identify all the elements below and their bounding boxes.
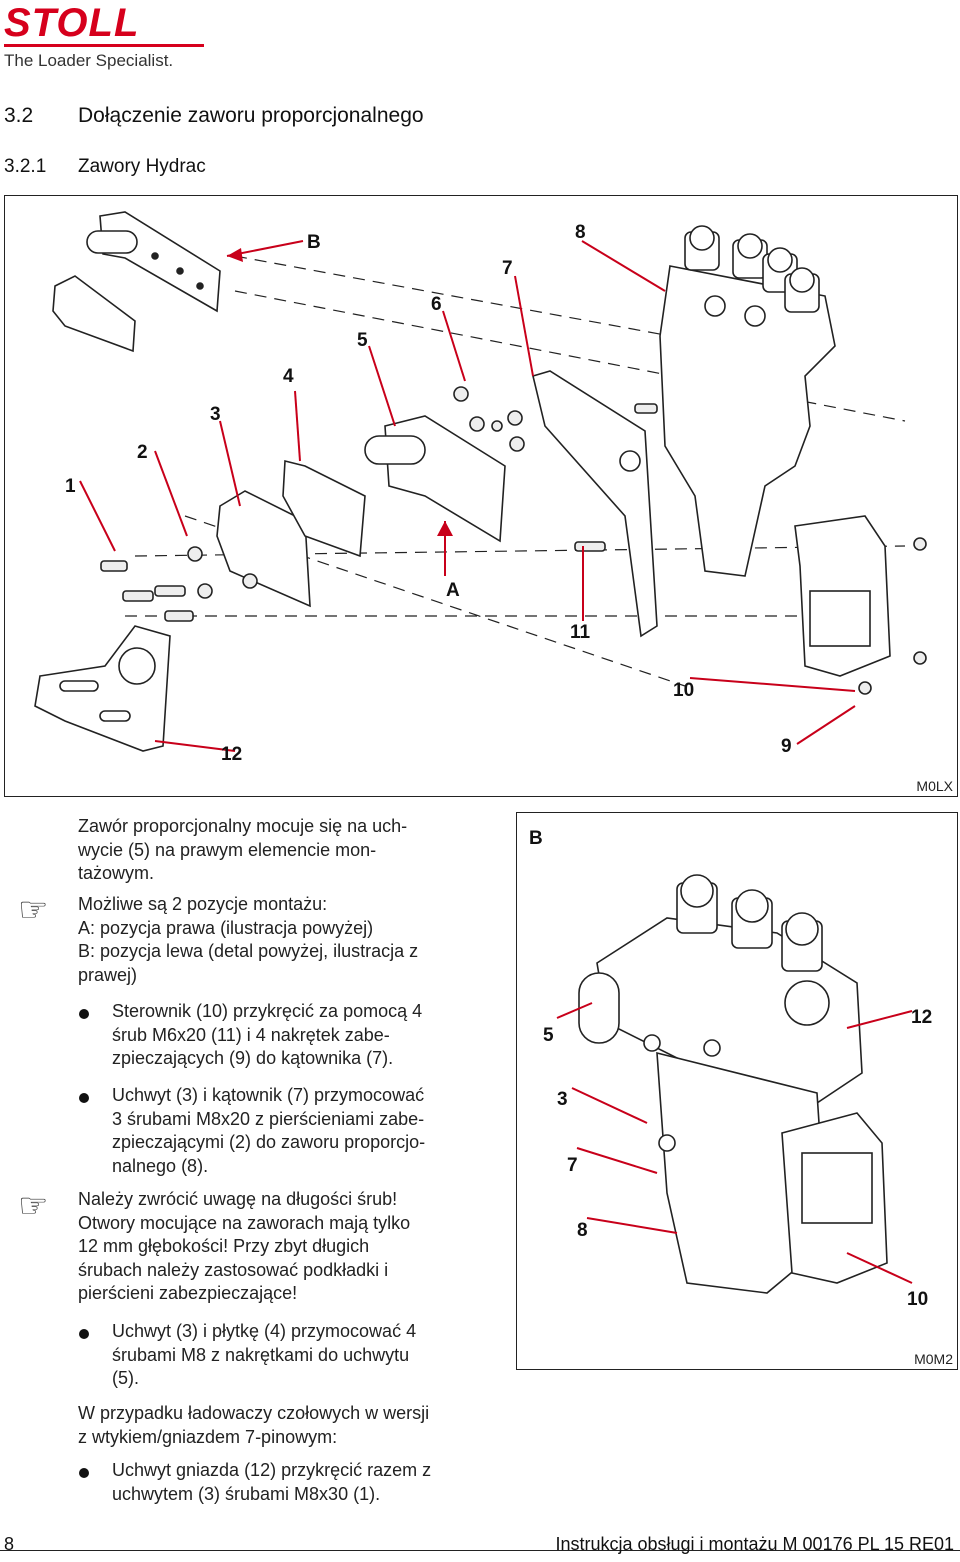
callout-11: 11	[570, 622, 591, 643]
figure-code: M0LX	[916, 778, 953, 794]
detail-callout-b: B	[529, 828, 543, 849]
section-title: Dołączenie zaworu proporcjonalnego	[78, 104, 424, 127]
bullet-holder-plate: Uchwyt (3) i płytkę (4) przymocować 4 śr…	[112, 1321, 417, 1388]
detail-callout-5: 5	[543, 1025, 554, 1046]
angle-bracket-7	[532, 370, 658, 638]
detail-callout-3: 3	[557, 1089, 568, 1110]
bracket-top-left	[52, 275, 136, 353]
logo-wordmark: STOLL	[4, 1, 140, 45]
callout-10: 10	[673, 680, 694, 701]
detail-callout-10: 10	[907, 1289, 928, 1310]
page-number: 8	[4, 1534, 15, 1554]
callout-5: 5	[357, 330, 368, 351]
callout-4: 4	[283, 366, 294, 387]
plate-4	[216, 490, 311, 608]
pointing-hand-icon: ☞	[18, 1187, 49, 1225]
bullet-dot	[79, 1093, 89, 1103]
callout-b: B	[307, 232, 321, 253]
main-figure: 1 2 3 4 5 6 7 8 B A 11 10 12 9 M0LX	[4, 195, 958, 797]
bullet-dot	[79, 1329, 89, 1339]
detail-callout-8: 8	[577, 1220, 588, 1241]
detail-controller	[781, 1112, 888, 1284]
callout-9: 9	[781, 736, 792, 757]
detail-pipe	[578, 972, 620, 1044]
detail-figure-code: M0M2	[914, 1351, 953, 1367]
bullet-dot	[79, 1468, 89, 1478]
plate-3	[282, 459, 366, 558]
callout-12: 12	[221, 744, 242, 765]
callout-1: 1	[65, 476, 76, 497]
exploded-view-drawing: 1 2 3 4 5 6 7 8 B A 11 10 12 9	[34, 211, 927, 765]
footer-rule	[0, 1550, 960, 1551]
detail-figure: B 5 12 3 7 8 10 M0M2	[516, 812, 958, 1370]
detail-callout-12: 12	[911, 1007, 932, 1028]
stoll-logo: STOLL The Loader Specialist.	[4, 1, 204, 70]
detail-valve	[656, 1051, 828, 1294]
plate-top-left	[99, 211, 221, 313]
detail-drawing: B 5 12 3 7 8 10	[529, 828, 932, 1310]
paragraph-7pin: W przypadku ładowaczy czołowych w wersji…	[78, 1403, 430, 1447]
controller-10	[794, 515, 891, 677]
valve-couplings	[684, 225, 820, 313]
detail-couplings	[676, 874, 823, 972]
callout-6: 6	[431, 294, 442, 315]
note-screw-length: Należy zwrócić uwagę na długości śrub! O…	[78, 1189, 411, 1303]
logo-rule	[4, 44, 204, 47]
callout-3: 3	[210, 404, 221, 425]
valve-body-8	[659, 265, 836, 577]
bullet-controller: Sterownik (10) przykręcić za pomocą 4 śr…	[112, 1001, 423, 1068]
callout-8: 8	[575, 222, 586, 243]
bullet-socket-holder: Uchwyt gniazda (12) przykręcić razem z u…	[112, 1460, 432, 1504]
logo-tagline: The Loader Specialist.	[4, 51, 174, 70]
detail-callout-7: 7	[567, 1155, 578, 1176]
callout-2: 2	[137, 442, 148, 463]
intro-paragraph: Zawór proporcjonalny mocuje się na uch- …	[78, 816, 408, 883]
bullet-holder-angle: Uchwyt (3) i kątownik (7) przymocować 3 …	[112, 1085, 426, 1176]
callout-7: 7	[502, 258, 513, 279]
section-number: 3.2	[4, 104, 34, 127]
socket-bracket-12	[34, 625, 171, 752]
pipe-top-left	[86, 230, 138, 254]
note-mounting-positions: Możliwe są 2 pozycje montażu: A: pozycja…	[78, 894, 419, 985]
pipe-5	[364, 435, 426, 465]
pointing-hand-icon: ☞	[18, 891, 49, 929]
document-id: Instrukcja obsługi i montażu M 00176 PL …	[555, 1534, 954, 1554]
callout-a: A	[446, 580, 460, 601]
bullet-dot	[79, 1009, 89, 1019]
subsection-title: Zawory Hydrac	[78, 156, 206, 177]
subsection-number: 3.2.1	[4, 156, 47, 177]
